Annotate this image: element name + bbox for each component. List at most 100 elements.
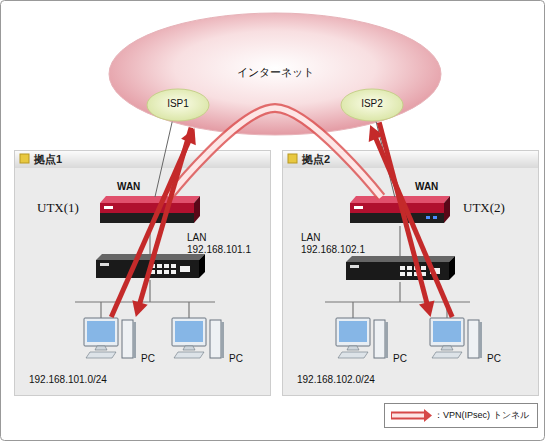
port-label: WAN (415, 181, 455, 193)
tunnel-sample-inner (392, 414, 424, 418)
switch-port (400, 272, 405, 276)
subnet-label: 192.168.102.0/24 (297, 374, 457, 386)
router-side (444, 196, 450, 223)
traffic-arrow (379, 122, 434, 317)
switch-logo (100, 263, 109, 266)
vpn-tunnel (169, 108, 382, 197)
cloud-label: インターネット (108, 66, 442, 79)
router-led (433, 216, 437, 219)
internet-cloud-outline (109, 13, 441, 135)
lan-cable (149, 280, 150, 302)
arrow-head (369, 125, 384, 142)
isp-ellipse: ISP1 (146, 88, 210, 122)
lan-bus (325, 301, 470, 302)
lan-cable (149, 226, 150, 254)
router-icon (350, 196, 450, 223)
switch-top (96, 254, 205, 260)
pc-icon (430, 318, 482, 358)
tunnel-outer (169, 108, 382, 197)
connector-line (379, 122, 427, 305)
arrow-head (132, 300, 147, 317)
site2-wiring (325, 226, 470, 318)
router-base (100, 213, 194, 223)
router-logo (354, 206, 363, 209)
traffic-arrow (111, 128, 196, 317)
router-box: UTX(1)WANLAN 192.168.101.1 (101, 197, 201, 227)
router-side (194, 196, 200, 223)
site-heading: 拠点1 (34, 152, 154, 166)
connector-line (139, 128, 191, 306)
router-name: UTX(1) (37, 200, 101, 215)
lan-bus (75, 301, 215, 302)
connector-line (155, 122, 172, 197)
switch-ports (400, 266, 440, 276)
switch-icon (346, 256, 455, 280)
isp-label: ISP2 (340, 98, 404, 110)
heading-marker (20, 154, 29, 163)
router-base (350, 213, 444, 223)
tunnel-sample-outer (391, 412, 424, 420)
tunnel-inner (169, 108, 382, 197)
legend-tunnel-sample (391, 409, 432, 422)
switch-port (180, 266, 190, 272)
site-heading: 拠点2 (302, 152, 422, 166)
switch-port (414, 272, 419, 276)
switch-port (421, 272, 426, 276)
pc-terminal: PC (171, 317, 227, 361)
switch-ports (150, 264, 190, 274)
pc-label: PC (393, 353, 417, 365)
switch-port (407, 272, 412, 276)
pc-icon (172, 318, 224, 358)
heading-marker (288, 154, 297, 163)
isp-ellipse-outline (147, 89, 209, 121)
traffic-arrow (369, 125, 452, 317)
legend-text: ：VPN(IPsec) トンネル (434, 409, 529, 421)
connector-line (375, 136, 452, 317)
switch-top (346, 256, 455, 262)
site-panel: 拠点2192.168.102.0/24UTX(2)WANLAN 192.168.… (282, 150, 539, 396)
lan-drop (100, 302, 101, 318)
switch-port (157, 264, 162, 268)
router-box: UTX(2)WANLAN 192.168.102.1 (351, 197, 451, 227)
switch-port (414, 266, 419, 270)
lan-cable (399, 226, 400, 256)
lan-drop (188, 302, 189, 318)
router-led (426, 216, 430, 219)
pc-label: PC (141, 353, 165, 365)
switch-port (171, 270, 176, 274)
uplink-line (155, 122, 172, 197)
pc-icon (84, 318, 136, 358)
switch-port (400, 266, 405, 270)
pc-icon (336, 318, 388, 358)
router-icon (100, 196, 200, 223)
pc-label: PC (229, 353, 253, 365)
switch-front (346, 262, 449, 280)
legend-box (385, 404, 538, 428)
lan-drop (446, 302, 447, 318)
switch-front (96, 260, 199, 278)
port-label: LAN 192.168.101.1 (187, 232, 267, 256)
port-label: LAN 192.168.102.1 (301, 232, 381, 256)
switch-port (421, 266, 426, 270)
arrow-head (419, 300, 434, 317)
switch-side (449, 256, 455, 280)
pc-label: PC (487, 353, 511, 365)
switch-logo (350, 265, 359, 268)
switch-port (430, 268, 440, 274)
uplink-line (376, 122, 395, 197)
switch-port (150, 270, 155, 274)
router-name: UTX(2) (463, 200, 533, 215)
pc-terminal: PC (83, 317, 139, 361)
site-panel: 拠点1192.168.101.0/24UTX(1)WANLAN 192.168.… (14, 150, 271, 396)
switch-port (407, 266, 412, 270)
isp-label: ISP1 (146, 98, 210, 110)
pc-terminal: PC (429, 317, 485, 361)
lan-cable (399, 282, 400, 302)
arrow-head (181, 128, 196, 145)
switch-port (150, 264, 155, 268)
